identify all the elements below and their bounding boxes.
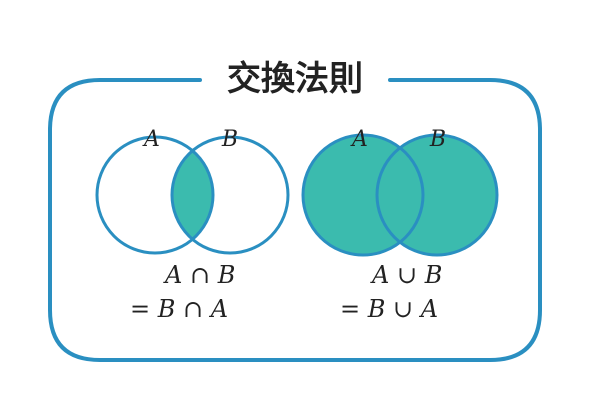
left-label-a: A xyxy=(142,127,160,152)
intersection-venn: A B xyxy=(95,127,290,255)
right-circle-a xyxy=(301,133,425,257)
right-formula-line2: = B ∪ A xyxy=(340,295,438,323)
left-set-b-intersection-shading xyxy=(172,137,213,253)
left-circle-a xyxy=(95,135,215,255)
left-formula-line1: A ∩ B xyxy=(163,261,235,289)
right-circle-b xyxy=(375,133,499,257)
union-venn: A B xyxy=(301,127,499,257)
outer-frame xyxy=(48,78,542,362)
right-circle-b-fill xyxy=(377,135,497,255)
right-formula-line1: A ∪ B xyxy=(370,261,442,289)
left-circle-b xyxy=(170,135,290,255)
right-label-b: B xyxy=(429,127,446,152)
right-label-a: A xyxy=(350,127,368,152)
page-title: 交換法則 xyxy=(227,59,363,99)
left-label-b: B xyxy=(221,127,238,152)
left-formula-line2: = B ∩ A xyxy=(130,295,228,323)
